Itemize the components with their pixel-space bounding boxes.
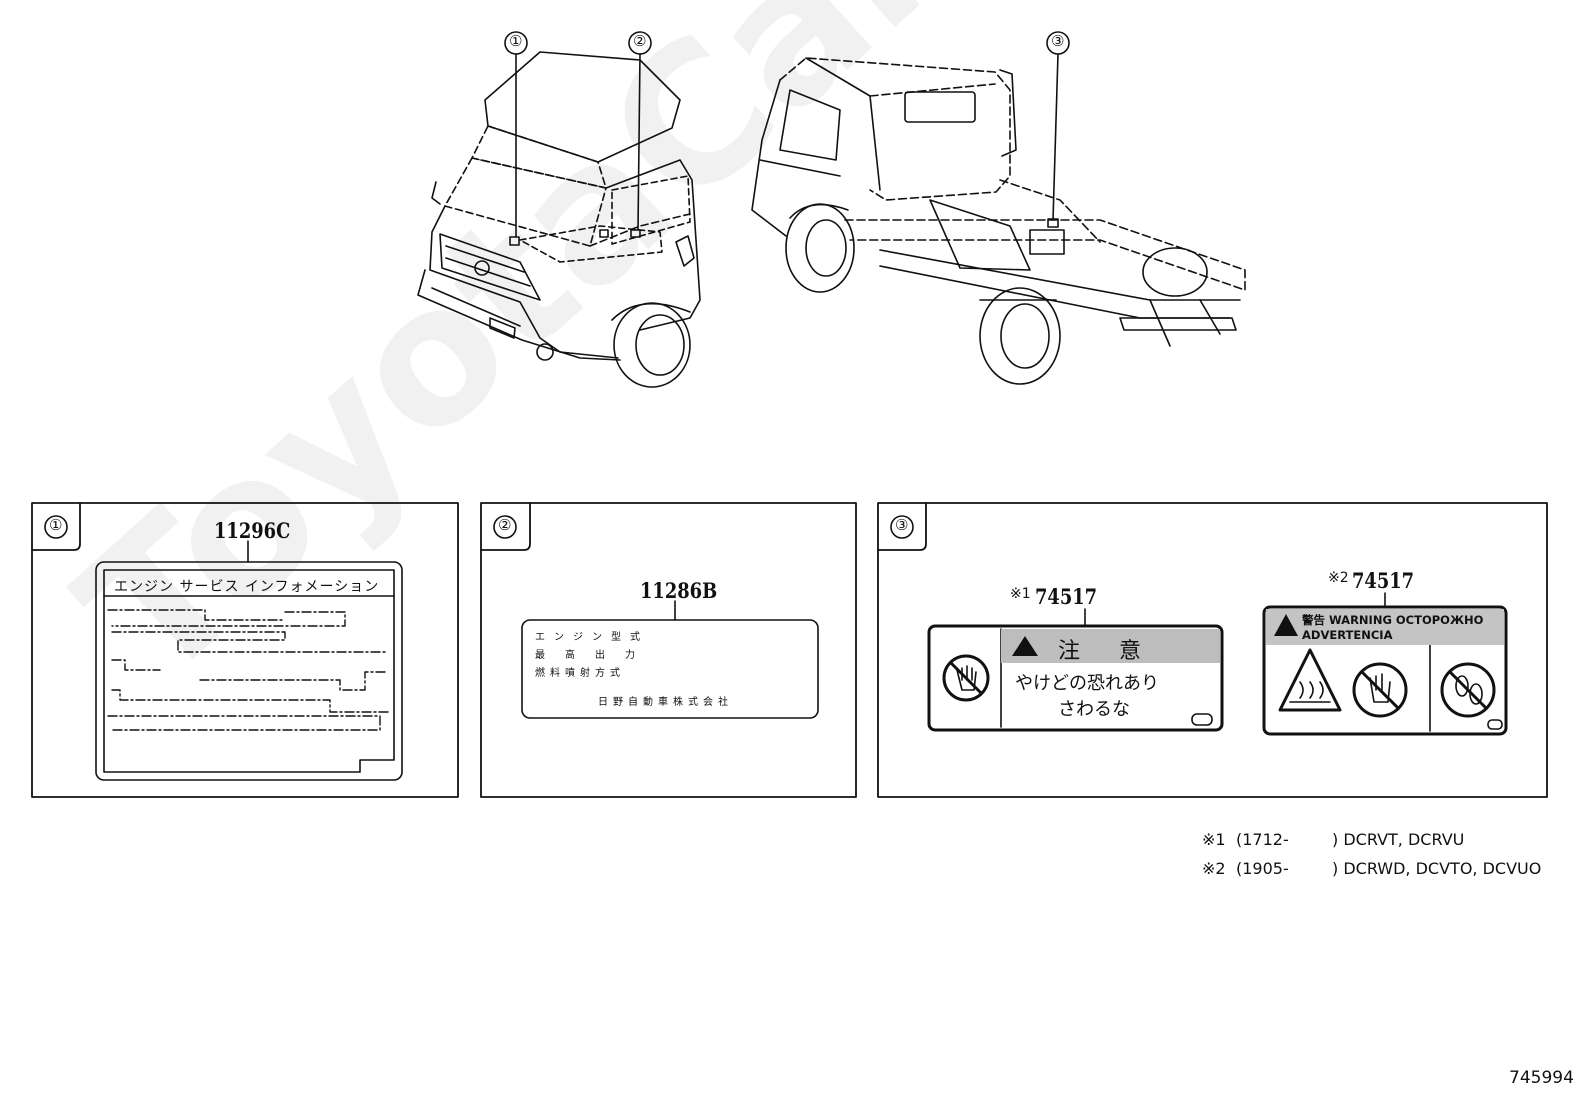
label-line-max-output: 最高出力 — [535, 650, 655, 661]
engine-service-info-title: エンジン サービス インフォメーション — [114, 579, 380, 595]
label-b-part-number: 74517 — [1352, 568, 1415, 593]
label-a-text-line1: やけどの恐れあり — [1015, 673, 1159, 694]
label-a-ref: ※1 — [1010, 586, 1031, 602]
label-line-fuel-injection: 燃料噴射方式 — [535, 668, 625, 679]
truck-chassis-view — [751, 57, 1246, 385]
note-1-range: (1712- — [1236, 830, 1289, 849]
label-b-header-line1: 警告 WARNING ОСТОРОЖНО — [1302, 613, 1484, 627]
panel-1-part-number: 11296C — [214, 518, 291, 543]
label-a-text-line2: さわるな — [1058, 699, 1130, 720]
callout-3: ③ — [1051, 32, 1065, 50]
label-a-part-number: 74517 — [1035, 584, 1098, 609]
panel-1-index: ① — [49, 516, 63, 534]
panel-2-part-number: 11286B — [640, 578, 718, 603]
note-2-ref: ※2 — [1202, 859, 1226, 878]
diagram-id: 745994 — [1509, 1068, 1574, 1088]
label-line-engine-type: エンジン型式 — [535, 632, 649, 643]
label-a-header: 注 意 — [1058, 639, 1157, 664]
note-2-models: ) DCRWD, DCVTO, DCVUO — [1332, 859, 1542, 878]
panel-1-frame — [31, 502, 459, 798]
truck-front-view — [417, 51, 701, 388]
panel-2-index: ② — [498, 516, 512, 534]
panel-3-index: ③ — [895, 516, 909, 534]
callout-2: ② — [633, 32, 647, 50]
note-1-models: ) DCRVT, DCRVU — [1332, 830, 1465, 849]
label-b-header-line2: ADVERTENCIA — [1302, 628, 1393, 642]
note-1-ref: ※1 — [1202, 830, 1226, 849]
label-b-ref: ※2 — [1328, 570, 1349, 586]
panel-2-frame — [480, 502, 857, 798]
callout-1: ① — [509, 32, 523, 50]
label-manufacturer: 日野自動車株式会社 — [598, 697, 733, 708]
note-2-range: (1905- — [1236, 859, 1289, 878]
panel-3-frame — [877, 502, 1548, 798]
